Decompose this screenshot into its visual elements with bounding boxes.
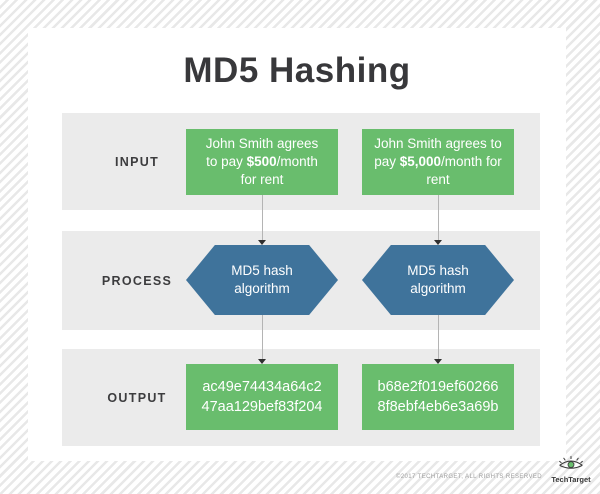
output-hash-1: ac49e74434a64c2 47aa129bef83f204 (202, 377, 323, 417)
infographic-card: MD5 Hashing INPUT PROCESS OUTPUT John Sm… (28, 28, 566, 461)
arrow-input-to-process-1 (262, 195, 263, 240)
arrow-process-to-output-1 (262, 315, 263, 359)
output-box-1: ac49e74434a64c2 47aa129bef83f204 (186, 364, 338, 430)
output-box-2: b68e2f019ef60266 8f8ebf4eb6e3a69b (362, 364, 514, 430)
input-box-1: John Smith agrees to pay $500/month for … (186, 129, 338, 195)
input-text-2: John Smith agrees to pay $5,000/month fo… (362, 135, 514, 189)
input-row-label: INPUT (115, 154, 159, 169)
output-hash-1-line1: ac49e74434a64c2 (202, 379, 322, 395)
page-title: MD5 Hashing (183, 51, 411, 90)
copyright-text: ©2017 TECHTARGET, ALL RIGHTS RESERVED (395, 474, 542, 480)
arrow-process-to-output-2 (438, 315, 439, 359)
output-row-label: OUTPUT (107, 390, 167, 405)
output-hash-2-line2: 8f8ebf4eb6e3a69b (377, 399, 499, 415)
input-text-1-amount: $500 (246, 154, 277, 169)
arrowhead-process-to-output-2 (434, 359, 442, 364)
input-text-2-post: /month for rent (426, 154, 502, 187)
input-box-2: John Smith agrees to pay $5,000/month fo… (362, 129, 514, 195)
process-row-label: PROCESS (101, 273, 173, 288)
input-text-1: John Smith agrees to pay $500/month for … (186, 135, 338, 189)
eye-icon (556, 456, 586, 475)
techtarget-wordmark: TechTarget (551, 475, 591, 484)
arrow-input-to-process-2 (438, 195, 439, 240)
input-text-1-post: /month for rent (240, 154, 318, 187)
output-hash-1-line2: 47aa129bef83f204 (201, 399, 323, 415)
output-hash-2: b68e2f019ef60266 8f8ebf4eb6e3a69b (378, 377, 499, 417)
process-hexagon-1: MD5 hash algorithm (186, 245, 338, 315)
process-hexagon-2: MD5 hash algorithm (362, 245, 514, 315)
input-text-1-pre: John Smith agrees to pay (205, 136, 319, 169)
arrowhead-input-to-process-2 (434, 240, 442, 245)
input-text-2-amount: $5,000 (399, 154, 442, 169)
output-hash-2-line1: b68e2f019ef60266 (377, 379, 499, 395)
process-text-2: MD5 hash algorithm (407, 263, 469, 296)
input-text-2-pre: John Smith agrees to pay (374, 136, 502, 169)
arrowhead-input-to-process-1 (258, 240, 266, 245)
arrowhead-process-to-output-1 (258, 359, 266, 364)
process-text-1: MD5 hash algorithm (231, 263, 293, 296)
techtarget-logo: TechTarget (547, 454, 595, 484)
